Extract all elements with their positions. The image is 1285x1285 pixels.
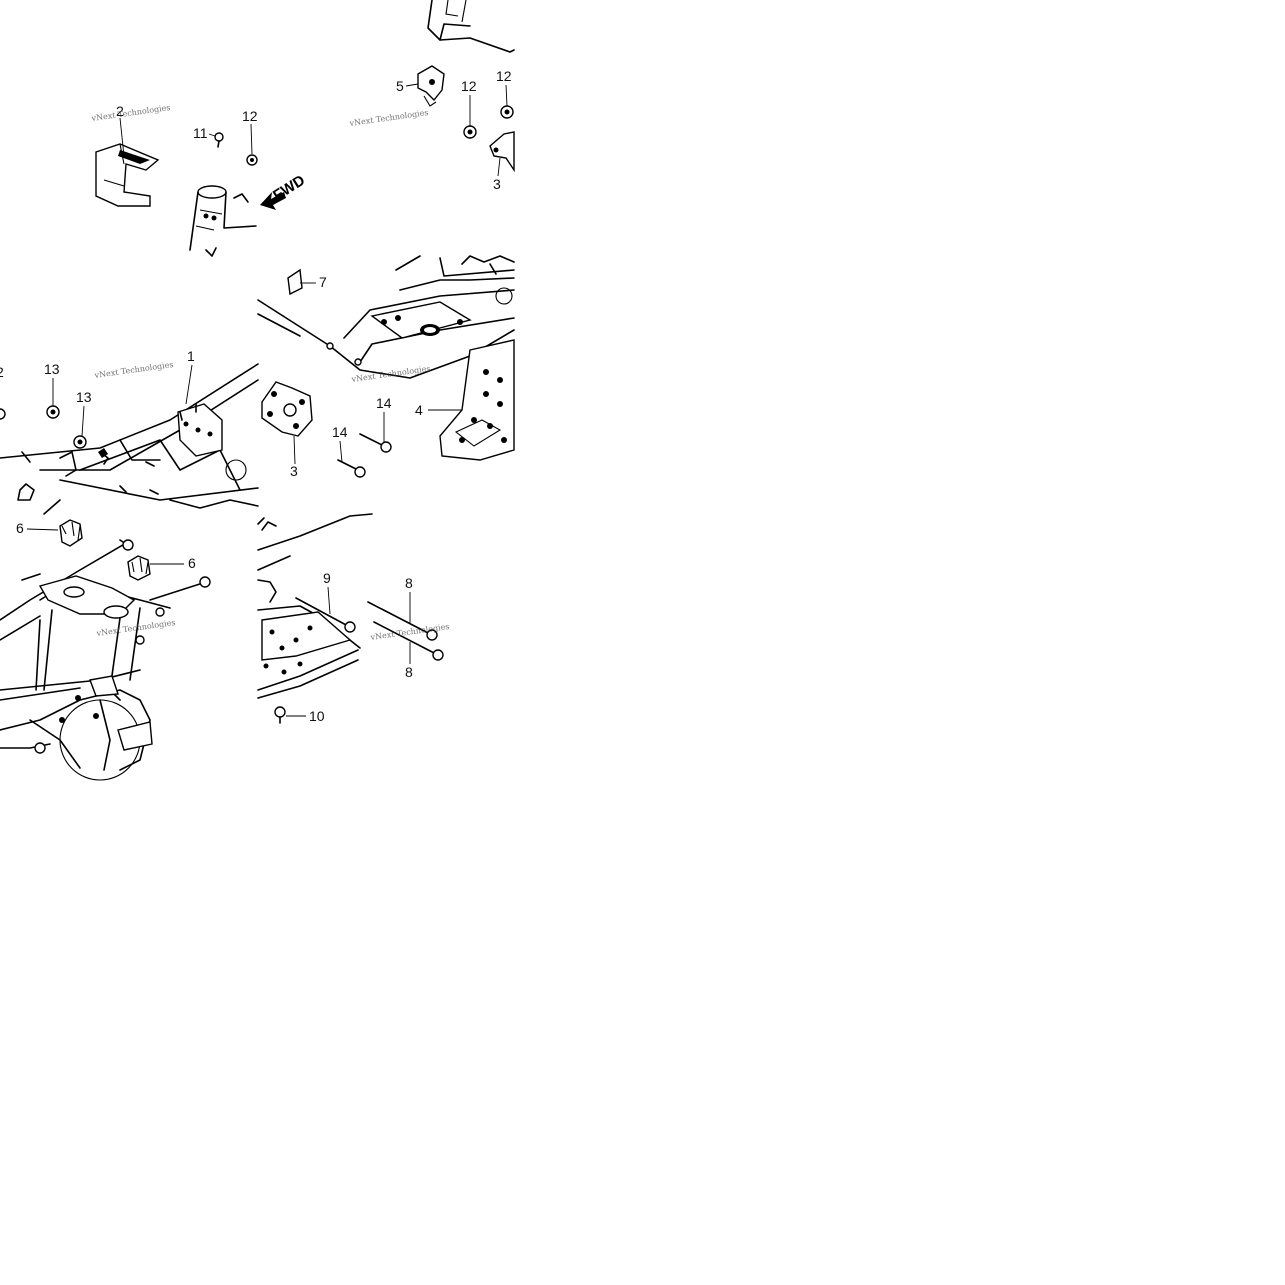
- hanger-plate-top-part: [489, 131, 515, 173]
- callout-7: 7: [319, 274, 327, 290]
- nut-13-bottom-part: [73, 435, 87, 449]
- watermark: vNext Technologies: [93, 360, 174, 380]
- callout-10: 10: [309, 708, 325, 724]
- watermark: vNext Technologies: [348, 108, 429, 128]
- skid-plate-part: [439, 339, 515, 461]
- callout-6-right: 6: [188, 555, 196, 571]
- front-guard-part: [95, 143, 160, 207]
- callout-13-top: 13: [44, 361, 60, 377]
- callout-9: 9: [323, 570, 331, 586]
- callout-12-mid: 12: [461, 78, 477, 94]
- watermark: vNext Technologies: [350, 364, 431, 384]
- screw-11-part: [214, 132, 224, 148]
- callout-5: 5: [396, 78, 404, 94]
- bushing-right-part: [127, 555, 151, 581]
- bolt-14-top-part: [359, 433, 392, 453]
- callout-4: 4: [415, 402, 423, 418]
- frame-label-part: [287, 268, 303, 296]
- fwd-arrow-icon: [260, 192, 286, 210]
- callout-12-left: 12: [242, 108, 258, 124]
- panel-main-frame: 2 13 13 1 vNext Technologies: [0, 348, 259, 515]
- panel-rear-frame: 6 6 vNext Technologies: [0, 519, 211, 781]
- bushing-left-part: [59, 519, 83, 547]
- callout-8-bottom: 8: [405, 664, 413, 680]
- fwd-label: FWD: [270, 172, 308, 205]
- nut-12-mid-part: [463, 125, 477, 139]
- callout-8-top: 8: [405, 575, 413, 591]
- bolt-9-part: [295, 597, 356, 633]
- panel-cable-guide: 5 12 12 3 vNext Technologies: [348, 0, 515, 192]
- callout-12-edge: 2: [0, 364, 4, 380]
- callout-14-top: 14: [376, 395, 392, 411]
- panel-head-pipe: FWD 2 11 12 vNext Technologies: [90, 103, 308, 257]
- head-pipe-part: [189, 185, 257, 257]
- panel-long-bolts: 9 8 8 10 vNext Technologies: [257, 513, 450, 724]
- callout-11: 11: [193, 125, 208, 141]
- callout-3-top: 3: [493, 176, 501, 192]
- bolt-14-bottom-part: [337, 459, 366, 478]
- nut-13-top-part: [46, 405, 60, 419]
- callout-12-right: 12: [496, 68, 512, 84]
- callout-6-left: 6: [16, 520, 24, 536]
- nut-12-right-part: [500, 105, 514, 119]
- nut-12-left-part: [246, 154, 258, 166]
- hanger-plate-mid-part: [261, 381, 313, 437]
- cable-guide-part: [417, 65, 445, 107]
- nut-12-edge-part: [0, 408, 6, 420]
- bolt-8-bottom-part: [373, 621, 444, 661]
- callout-13-bottom: 13: [76, 389, 92, 405]
- callout-1: 1: [187, 348, 195, 364]
- bolt-8-top-part: [367, 601, 438, 641]
- callout-14-bottom: 14: [332, 424, 348, 440]
- callout-3-mid: 3: [290, 463, 298, 479]
- callout-2: 2: [116, 103, 124, 119]
- bolt-10-part: [274, 706, 286, 724]
- watermark: vNext Technologies: [90, 103, 171, 123]
- panel-skid-plate: 7 14 14 3 4 vNext Technologies: [257, 255, 515, 479]
